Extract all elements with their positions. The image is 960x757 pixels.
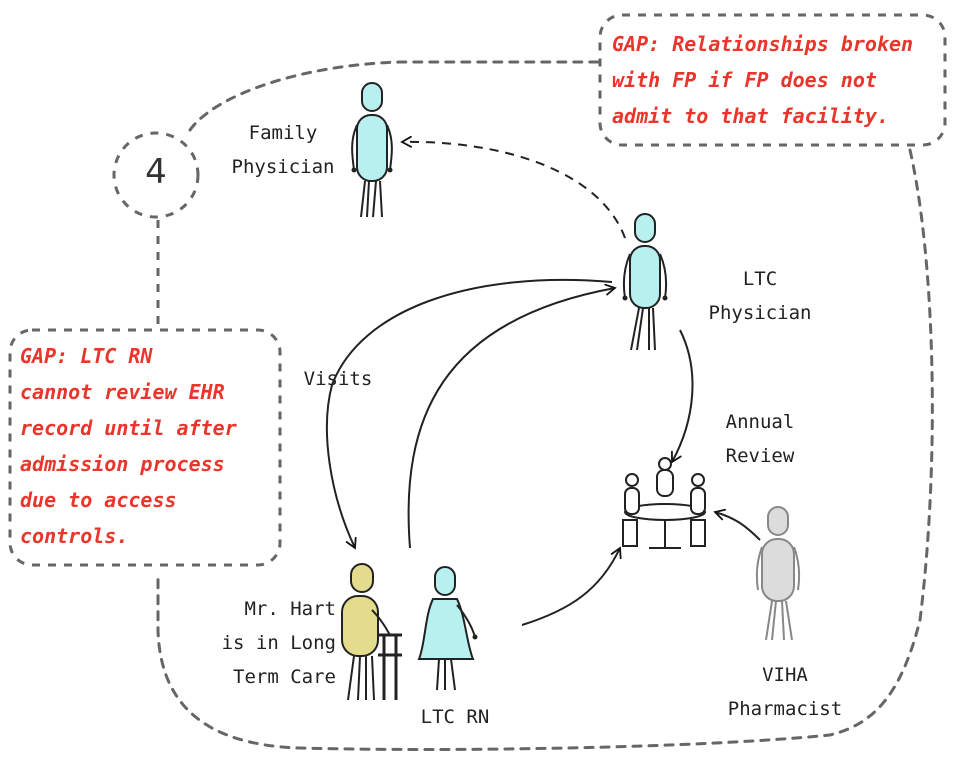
arrow-visits-to-mr-hart	[325, 278, 613, 550]
viha-pharmacist-figure	[755, 506, 801, 641]
label-line: Pharmacist	[727, 698, 843, 720]
gap-line: controls.	[20, 524, 129, 548]
mr-hart-label: Mr. Hart is in Long Term Care	[196, 592, 336, 694]
gap-line: with FP if FP does not	[612, 68, 877, 92]
gap-line: GAP: LTC RN	[20, 344, 153, 368]
arrow-ltc-to-family-physician	[400, 135, 626, 239]
gap-line: GAP: Relationships broken	[612, 32, 914, 56]
label-line: Mr. Hart	[244, 598, 336, 620]
arrow-ltc-physician-to-review	[671, 329, 694, 464]
gap-line: cannot review EHR	[20, 380, 225, 404]
gap-line: admission process	[20, 452, 225, 476]
annual-review-label: Annual Review	[710, 405, 810, 473]
label-line: VIHA	[762, 664, 808, 686]
arrow-pharmacist-to-review	[713, 508, 761, 541]
gap-box-top	[598, 13, 947, 147]
scenario-boundary	[156, 60, 934, 751]
label-line: LTC	[742, 268, 778, 290]
ltc-rn-figure	[417, 566, 478, 691]
gap-box-left	[8, 328, 282, 567]
ltc-physician-label: LTC Physician	[695, 262, 825, 330]
label-line: is in Long	[221, 632, 336, 654]
arrow-rn-to-review	[521, 546, 622, 626]
ltc-physician-figure	[622, 213, 668, 351]
arrow-rn-to-ltc-physician	[407, 283, 617, 549]
annual-review-table	[622, 457, 706, 549]
family-physician-label: Family Physician	[218, 116, 348, 184]
label-line: Annual	[725, 411, 795, 433]
label-line: Family	[248, 122, 318, 144]
label-line: Physician	[231, 156, 335, 178]
label-line: Term Care	[233, 666, 336, 688]
mr-hart-figure	[341, 563, 402, 701]
gap-line: due to access	[20, 488, 177, 512]
gap-line: admit to that facility.	[612, 104, 889, 128]
step-number: 4	[145, 152, 167, 192]
gap-note-left: GAP: LTC RN cannot review EHR record unt…	[20, 338, 237, 554]
label-line: Review	[725, 445, 795, 467]
gap-line: record until after	[20, 416, 237, 440]
family-physician-figure	[351, 82, 393, 218]
step-circle	[112, 131, 200, 219]
label-line: Physician	[708, 302, 812, 324]
visits-label: Visits	[303, 368, 373, 390]
viha-pharmacist-label: VIHA Pharmacist	[720, 658, 850, 726]
ltc-rn-label: LTC RN	[420, 706, 490, 728]
gap-note-top: GAP: Relationships broken with FP if FP …	[612, 26, 913, 134]
